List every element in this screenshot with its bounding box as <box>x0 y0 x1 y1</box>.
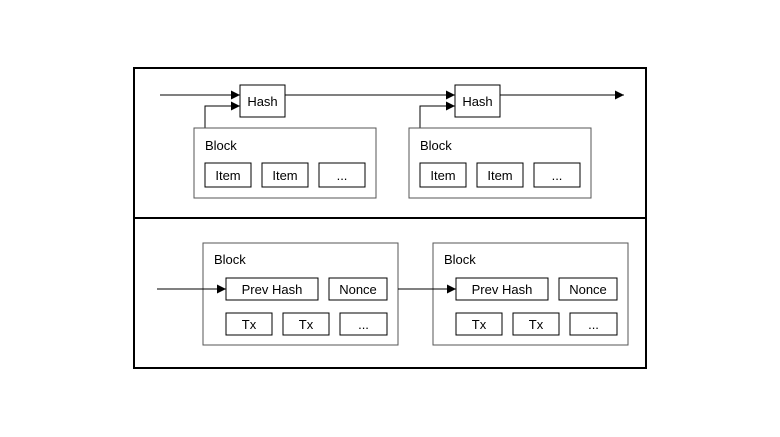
tx-label: Tx <box>242 317 257 332</box>
hash-label: Hash <box>247 94 277 109</box>
item-label: Item <box>487 168 512 183</box>
ellipsis-label: ... <box>337 168 348 183</box>
block-to-hash-arrow-2 <box>419 101 455 128</box>
nonce-label: Nonce <box>569 282 607 297</box>
hash-node-1: Hash <box>239 84 286 118</box>
ellipsis-label: ... <box>588 317 599 332</box>
top-panel: Hash Hash Block Item Item ... Block Item… <box>160 84 624 199</box>
tx-cell <box>455 312 503 336</box>
item-label: Item <box>215 168 240 183</box>
block-to-hash-arrow-1 <box>204 101 240 128</box>
block-title: Block <box>420 138 452 153</box>
nonce-cell <box>328 277 388 301</box>
ellipsis-cell <box>533 162 581 188</box>
nonce-label: Nonce <box>339 282 377 297</box>
top-block-2: Block Item Item ... <box>408 127 592 199</box>
ellipsis-label: ... <box>552 168 563 183</box>
tx-label: Tx <box>472 317 487 332</box>
item-label: Item <box>272 168 297 183</box>
hash-node-2: Hash <box>454 84 501 118</box>
item-cell <box>419 162 467 188</box>
top-block-1: Block Item Item ... <box>193 127 377 199</box>
bottom-panel: Block Prev Hash Nonce Tx Tx ... Block Pr… <box>157 242 629 346</box>
item-cell <box>261 162 309 188</box>
tx-cell <box>282 312 330 336</box>
block-title: Block <box>214 252 246 267</box>
prev-hash-label: Prev Hash <box>242 282 303 297</box>
ellipsis-cell <box>318 162 366 188</box>
prev-hash-label: Prev Hash <box>472 282 533 297</box>
ellipsis-label: ... <box>358 317 369 332</box>
tx-label: Tx <box>299 317 314 332</box>
pow-block-1: Block Prev Hash Nonce Tx Tx ... <box>202 242 399 346</box>
tx-cell <box>225 312 273 336</box>
pow-block-2: Block Prev Hash Nonce Tx Tx ... <box>432 242 629 346</box>
tx-cell <box>512 312 560 336</box>
block-title: Block <box>444 252 476 267</box>
item-cell <box>476 162 524 188</box>
nonce-cell <box>558 277 618 301</box>
item-label: Item <box>430 168 455 183</box>
hash-label: Hash <box>462 94 492 109</box>
block-title: Block <box>205 138 237 153</box>
ellipsis-cell <box>339 312 388 336</box>
ellipsis-cell <box>569 312 618 336</box>
tx-label: Tx <box>529 317 544 332</box>
item-cell <box>204 162 252 188</box>
